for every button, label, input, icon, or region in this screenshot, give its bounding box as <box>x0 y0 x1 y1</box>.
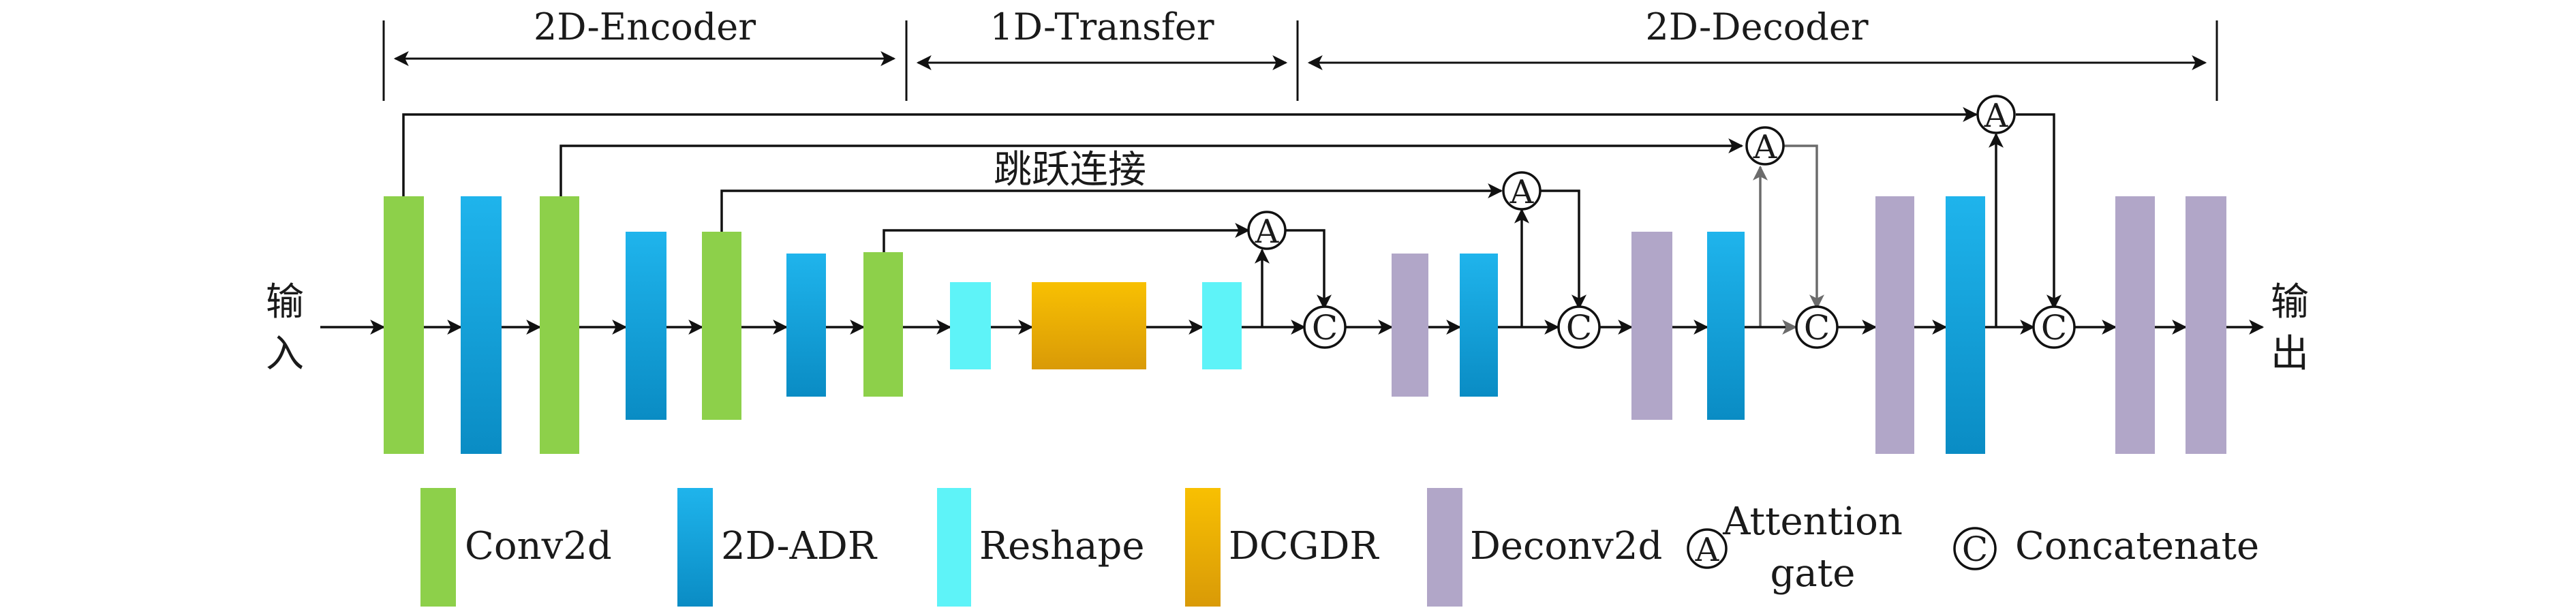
legend-swatch-deconv2d <box>1427 488 1462 607</box>
gate4-to-concat1 <box>1286 229 1332 310</box>
legend-swatch-adr <box>677 488 713 607</box>
transfer-blocks <box>950 282 1242 369</box>
conv2d-block-4 <box>863 252 903 397</box>
concat-node-4-label: C <box>2041 308 2067 348</box>
deconv2d-block-4 <box>2115 196 2155 454</box>
adr-block-1 <box>461 196 502 454</box>
input-label-line1: 输 <box>266 280 304 324</box>
gate3-to-concat2 <box>1540 189 1586 310</box>
attention-gate-4-label: A <box>1255 213 1280 251</box>
attention-gates: A A A A <box>1247 95 2016 251</box>
decoder-label: 2D-Decoder <box>1645 5 1868 48</box>
legend-label-adr: 2D-ADR <box>721 524 878 568</box>
concat-node-2-label: C <box>1566 308 1592 348</box>
reshape-block-1 <box>950 282 991 369</box>
skip-connections <box>402 107 2061 327</box>
gate2-to-concat3 <box>1783 144 1824 310</box>
concat-nodes: C C C C <box>1303 305 2076 349</box>
attention-gate-3: A <box>1502 171 1542 211</box>
conv2d-block-1 <box>384 196 424 454</box>
legend-label-attention-line2: gate <box>1770 551 1856 596</box>
attention-gate-4: A <box>1247 211 1287 251</box>
deconv2d-block-3 <box>1875 196 1914 454</box>
skip-line-4 <box>883 223 1251 252</box>
adr-block-2 <box>626 232 666 420</box>
adr-block-6 <box>1946 196 1985 454</box>
deconv2d-block-2 <box>1631 232 1672 420</box>
legend-concat-symbol-label: C <box>1962 530 1988 569</box>
attention-gate-2-label: A <box>1753 128 1778 166</box>
legend: Conv2d 2D-ADR Reshape DCGDR Deconv2d A A… <box>420 488 2259 607</box>
concat-node-2: C <box>1557 305 1601 349</box>
legend-label-concatenate: Concatenate <box>2015 524 2259 568</box>
attention-gate-2: A <box>1745 126 1785 166</box>
input-label-line2: 入 <box>266 332 304 376</box>
attention-gate-1: A <box>1976 95 2016 135</box>
output-label-line1: 输 <box>2271 280 2309 324</box>
adr-block-4 <box>1460 254 1498 397</box>
legend-label-deconv2d: Deconv2d <box>1470 524 1662 568</box>
output-label-line2: 出 <box>2271 332 2309 376</box>
skip-connection-label: 跳跃连接 <box>994 148 1146 192</box>
concat-node-1-label: C <box>1312 308 1338 348</box>
legend-label-reshape: Reshape <box>979 524 1144 568</box>
encoder-blocks <box>384 196 903 454</box>
legend-swatch-dcgdr <box>1185 488 1221 607</box>
legend-swatch-conv2d <box>420 488 456 607</box>
dcgdr-block <box>1032 282 1146 369</box>
skip-connections-gray <box>1753 144 1824 327</box>
transfer-label: 1D-Transfer <box>990 5 1214 48</box>
concat-node-4: C <box>2032 305 2076 349</box>
legend-attention-symbol: A <box>1687 528 1728 569</box>
conv2d-block-2 <box>540 196 579 454</box>
concat-node-3-label: C <box>1804 308 1830 348</box>
conv2d-block-3 <box>702 232 741 420</box>
skip-line-1 <box>402 107 1978 196</box>
legend-label-conv2d: Conv2d <box>465 524 612 568</box>
reshape-block-2 <box>1202 282 1242 369</box>
attention-gate-1-label: A <box>1984 97 2009 135</box>
concat-node-1: C <box>1303 305 1347 349</box>
legend-attention-symbol-label: A <box>1695 531 1720 569</box>
section-brackets <box>382 20 2218 101</box>
legend-label-attention-line1: Attention <box>1722 500 1903 544</box>
skip-line-2 <box>559 138 1744 196</box>
skip-line-3 <box>720 183 1503 232</box>
decoder-blocks <box>1392 196 2226 454</box>
gate1-to-concat4 <box>2016 113 2061 310</box>
adr-block-3 <box>786 254 826 397</box>
legend-concat-symbol: C <box>1953 527 1997 570</box>
adr-block-5 <box>1707 232 1745 420</box>
legend-swatch-reshape <box>937 488 971 607</box>
encoder-label: 2D-Encoder <box>534 5 756 48</box>
deconv2d-block-1 <box>1392 254 1428 397</box>
concat-node-3: C <box>1795 305 1839 349</box>
deconv2d-block-5 <box>2186 196 2226 454</box>
attention-gate-3-label: A <box>1509 173 1535 211</box>
legend-label-dcgdr: DCGDR <box>1229 524 1379 568</box>
